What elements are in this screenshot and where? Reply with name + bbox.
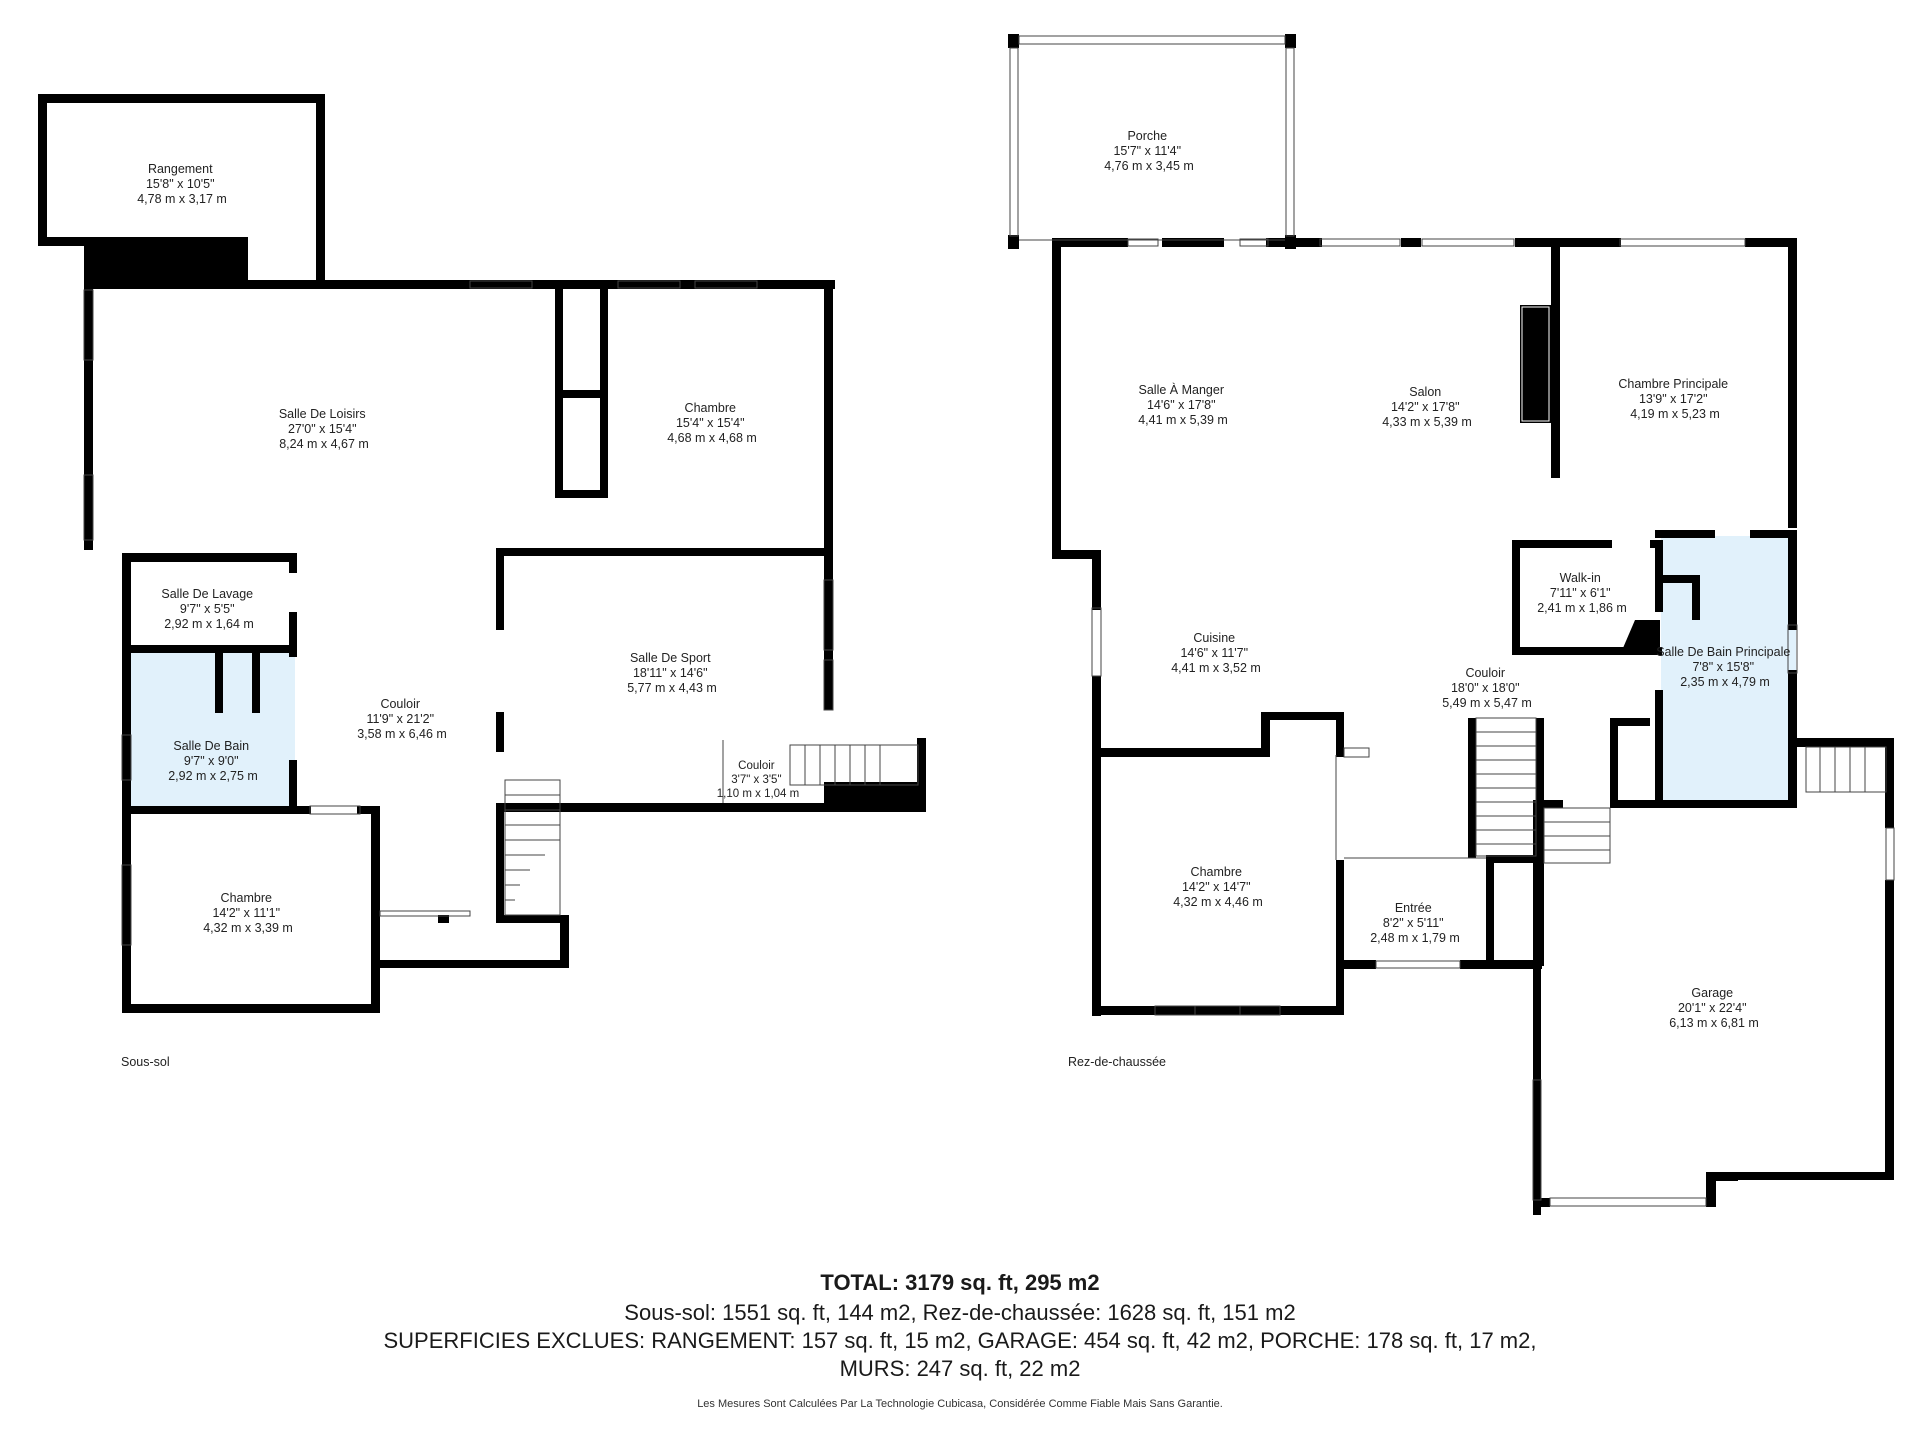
room-walk-in: Walk-in 7'11" x 6'1" 2,41 m x 1,86 m xyxy=(1537,571,1627,615)
room-chambre-basement-1: Chambre 15'4" x 15'4" 4,68 m x 4,68 m xyxy=(667,401,757,445)
room-salon: Salon 14'2" x 17'8" 4,33 m x 5,39 m xyxy=(1382,385,1472,429)
room-couloir-ground: Couloir 18'0" x 18'0" 5,49 m x 5,47 m xyxy=(1442,666,1532,710)
room-salle-de-bain-principale: Salle De Bain Principale 7'8" x 15'8" 2,… xyxy=(1656,645,1794,689)
walls-area: MURS: 247 sq. ft, 22 m2 xyxy=(839,1356,1081,1381)
basement-details xyxy=(83,280,919,946)
floor-areas: Sous-sol: 1551 sq. ft, 144 m2, Rez-de-ch… xyxy=(624,1300,1296,1325)
ground-walls xyxy=(1008,34,1894,1215)
bathroom-fills xyxy=(130,536,1796,810)
total-area: TOTAL: 3179 sq. ft, 295 m2 xyxy=(820,1270,1100,1295)
room-salle-de-lavage: Salle De Lavage 9'7" x 5'5" 2,92 m x 1,6… xyxy=(161,587,256,631)
room-entree: Entrée 8'2" x 5'11" 2,48 m x 1,79 m xyxy=(1370,901,1460,945)
room-porche: Porche 15'7" x 11'4" 4,76 m x 3,45 m xyxy=(1104,129,1194,173)
room-rangement: Rangement 15'8" x 10'5" 4,78 m x 3,17 m xyxy=(137,162,227,206)
room-salle-de-loisirs: Salle De Loisirs 27'0" x 15'4" 8,24 m x … xyxy=(279,407,369,451)
floor-label-ground: Rez-de-chaussée xyxy=(1068,1055,1166,1069)
room-chambre-principale: Chambre Principale 13'9" x 17'2" 4,19 m … xyxy=(1618,377,1731,421)
basement-walls xyxy=(38,94,926,1013)
disclaimer: Les Mesures Sont Calculées Par La Techno… xyxy=(697,1398,1223,1410)
room-labels: Rangement 15'8" x 10'5" 4,78 m x 3,17 m … xyxy=(137,129,1794,1030)
room-chambre-basement-2: Chambre 14'2" x 11'1" 4,32 m x 3,39 m xyxy=(203,891,293,935)
room-salle-de-sport: Salle De Sport 18'11" x 14'6" 5,77 m x 4… xyxy=(627,651,717,695)
ground-details xyxy=(1009,35,1895,1207)
room-chambre-ground: Chambre 14'2" x 14'7" 4,32 m x 4,46 m xyxy=(1173,865,1263,909)
room-salle-de-bain-basement: Salle De Bain 9'7" x 9'0" 2,92 m x 2,75 … xyxy=(168,739,258,783)
floor-label-basement: Sous-sol xyxy=(121,1055,170,1069)
excluded-areas: SUPERFICIES EXCLUES: RANGEMENT: 157 sq. … xyxy=(383,1328,1537,1353)
room-couloir-basement-2: Couloir 3'7" x 3'5" 1,10 m x 1,04 m xyxy=(717,760,799,800)
room-garage: Garage 20'1" x 22'4" 6,13 m x 6,81 m xyxy=(1669,986,1759,1030)
room-couloir-basement: Couloir 11'9" x 21'2" 3,58 m x 6,46 m xyxy=(357,697,447,741)
room-cuisine: Cuisine 14'6" x 11'7" 4,41 m x 3,52 m xyxy=(1171,631,1261,675)
room-salle-a-manger: Salle À Manger 14'6" x 17'8" 4,41 m x 5,… xyxy=(1138,382,1228,427)
floor-labels: Sous-sol Rez-de-chaussée xyxy=(121,1055,1166,1069)
